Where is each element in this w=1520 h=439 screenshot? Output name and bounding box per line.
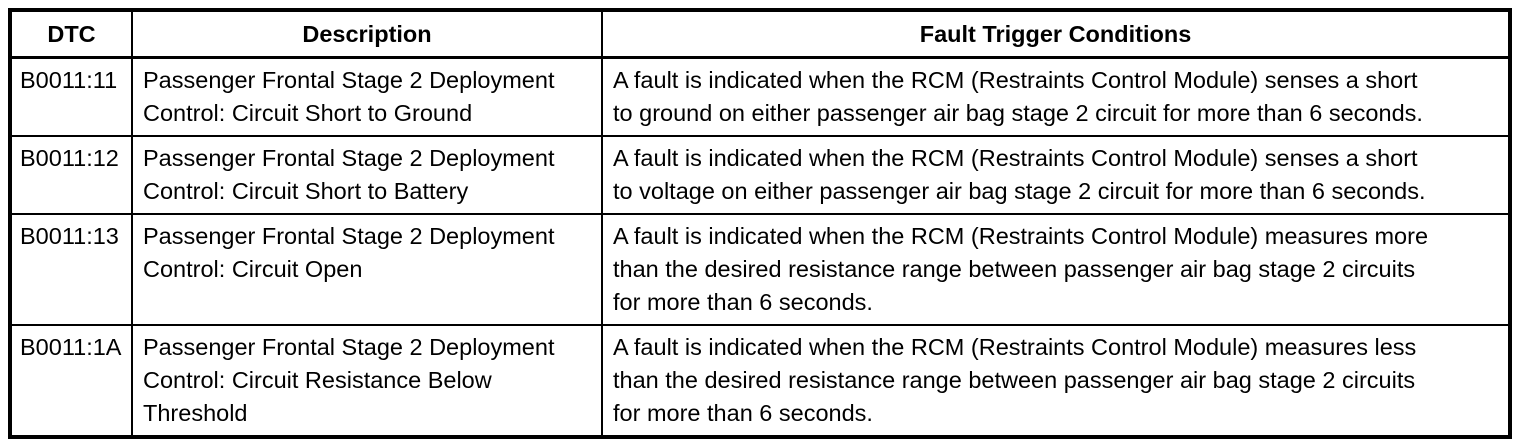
description-cell: Passenger Frontal Stage 2 Deployment Con…	[131, 56, 603, 137]
dtc-column-header: DTC	[9, 9, 133, 59]
dtc-fault-table: DTC Description Fault Trigger Conditions…	[8, 8, 1512, 439]
description-column-header: Description	[131, 9, 603, 59]
description-text: Passenger Frontal Stage 2 Deployment Con…	[143, 67, 555, 126]
dtc-cell: B0011:13	[9, 213, 133, 326]
table-row: B0011:12 Passenger Frontal Stage 2 Deplo…	[9, 135, 1511, 215]
fault-conditions-cell: A fault is indicated when the RCM (Restr…	[601, 135, 1511, 215]
dtc-cell: B0011:1A	[9, 324, 133, 438]
description-cell: Passenger Frontal Stage 2 Deployment Con…	[131, 213, 603, 326]
fault-trigger-conditions-column-header: Fault Trigger Conditions	[601, 9, 1511, 59]
fault-conditions-cell: A fault is indicated when the RCM (Restr…	[601, 213, 1511, 326]
dtc-cell: B0011:11	[9, 56, 133, 137]
dtc-cell: B0011:12	[9, 135, 133, 215]
description-cell: Passenger Frontal Stage 2 Deployment Con…	[131, 324, 603, 438]
table-row: B0011:11 Passenger Frontal Stage 2 Deplo…	[9, 56, 1511, 137]
description-text: Passenger Frontal Stage 2 Deployment Con…	[143, 334, 555, 426]
fault-conditions-text: A fault is indicated when the RCM (Restr…	[613, 223, 1429, 315]
table-header: DTC Description Fault Trigger Conditions	[9, 9, 1511, 59]
table-row: B0011:13 Passenger Frontal Stage 2 Deplo…	[9, 213, 1511, 326]
description-cell: Passenger Frontal Stage 2 Deployment Con…	[131, 135, 603, 215]
fault-conditions-text: A fault is indicated when the RCM (Restr…	[613, 334, 1417, 426]
description-text: Passenger Frontal Stage 2 Deployment Con…	[143, 145, 555, 204]
table-row: B0011:1A Passenger Frontal Stage 2 Deplo…	[9, 324, 1511, 438]
fault-conditions-text: A fault is indicated when the RCM (Restr…	[613, 145, 1426, 204]
fault-conditions-text: A fault is indicated when the RCM (Restr…	[613, 67, 1423, 126]
description-text: Passenger Frontal Stage 2 Deployment Con…	[143, 223, 555, 282]
fault-conditions-cell: A fault is indicated when the RCM (Restr…	[601, 324, 1511, 438]
table-body: B0011:11 Passenger Frontal Stage 2 Deplo…	[9, 56, 1511, 438]
fault-conditions-cell: A fault is indicated when the RCM (Restr…	[601, 56, 1511, 137]
header-row: DTC Description Fault Trigger Conditions	[9, 9, 1511, 59]
